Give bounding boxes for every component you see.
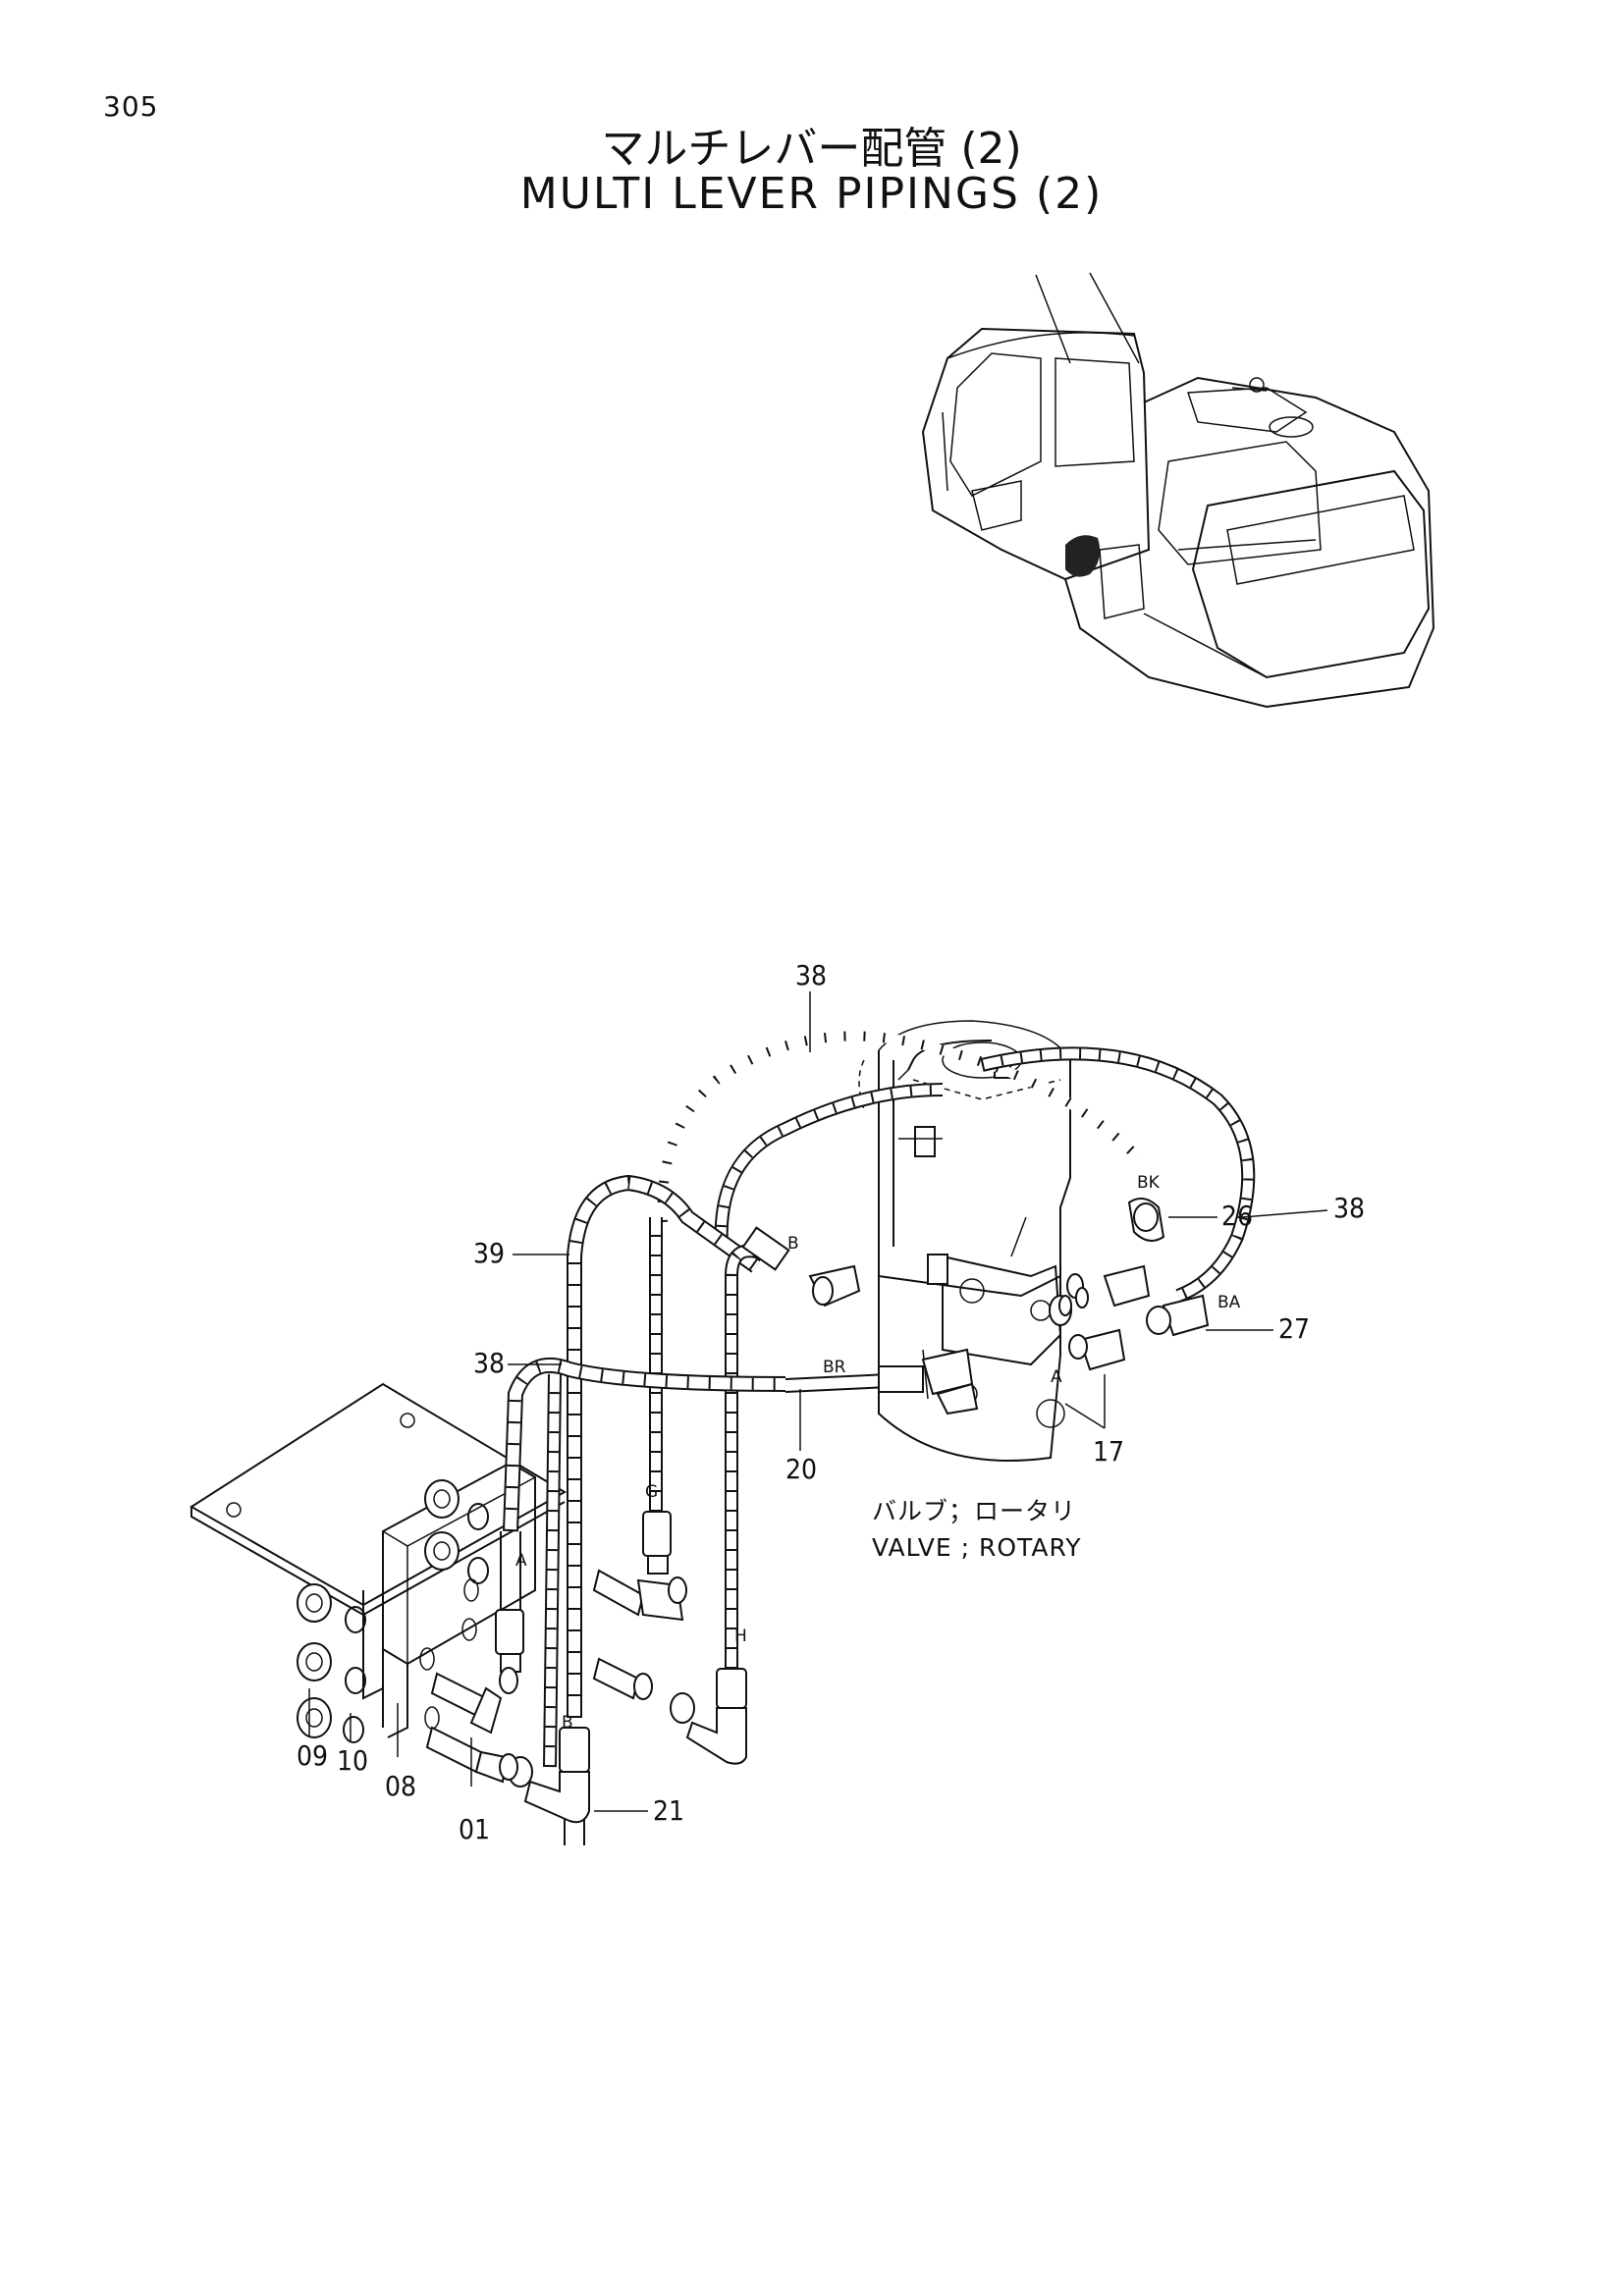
port-b-bottom: B bbox=[562, 1713, 573, 1733]
callout-01: 01 bbox=[459, 1813, 490, 1845]
callout-26: 26 bbox=[1221, 1200, 1253, 1232]
fittings bbox=[297, 1198, 1210, 1824]
port-h: H bbox=[734, 1627, 747, 1646]
hose-assemblies bbox=[500, 1031, 1256, 1845]
nut-set bbox=[297, 1479, 460, 1682]
port-br: BR bbox=[823, 1358, 846, 1377]
callout-38-right: 38 bbox=[1333, 1192, 1365, 1224]
rotary-valve-caption: バルブ；ロータリ VALVE ; ROTARY bbox=[872, 1497, 1082, 1562]
callout-38-left: 38 bbox=[473, 1347, 505, 1379]
port-bk: BK bbox=[1137, 1173, 1161, 1193]
page-title-english: MULTI LEVER PIPINGS (2) bbox=[519, 169, 1104, 219]
o-ring-set bbox=[345, 1503, 489, 1694]
excavator-locator-sketch bbox=[921, 272, 1435, 709]
port-a-left: A bbox=[515, 1551, 527, 1571]
mounting-bracket bbox=[189, 1382, 567, 1738]
callout-10: 10 bbox=[337, 1744, 368, 1777]
port-b-top: B bbox=[787, 1234, 799, 1254]
caption-japanese: バルブ；ロータリ bbox=[872, 1497, 1076, 1525]
callout-17: 17 bbox=[1093, 1435, 1124, 1468]
caption-english: VALVE ; ROTARY bbox=[872, 1533, 1082, 1562]
port-ba: BA bbox=[1217, 1293, 1241, 1312]
callout-labels: 38 38 38 39 26 27 20 17 21 09 10 08 01 bbox=[297, 959, 1365, 1845]
loose-o-ring-10 bbox=[343, 1716, 364, 1743]
callout-39: 39 bbox=[473, 1237, 505, 1269]
port-a-right: A bbox=[1051, 1367, 1062, 1387]
adapter-fittings bbox=[425, 1569, 687, 1784]
callout-09: 09 bbox=[297, 1739, 328, 1772]
page-number: 305 bbox=[103, 90, 159, 123]
port-g: G bbox=[645, 1482, 658, 1502]
callout-27: 27 bbox=[1278, 1312, 1310, 1345]
callout-38-top: 38 bbox=[795, 959, 827, 991]
callout-20: 20 bbox=[785, 1453, 817, 1485]
leader-lines bbox=[308, 991, 1328, 1812]
callout-21: 21 bbox=[653, 1794, 684, 1827]
loose-nut-09 bbox=[297, 1697, 332, 1738]
port-labels: BK B BA BR A G A H B bbox=[515, 1173, 1241, 1733]
page-title-japanese: マルチレバー配管 (2) bbox=[601, 124, 1022, 174]
callout-08: 08 bbox=[385, 1770, 416, 1802]
